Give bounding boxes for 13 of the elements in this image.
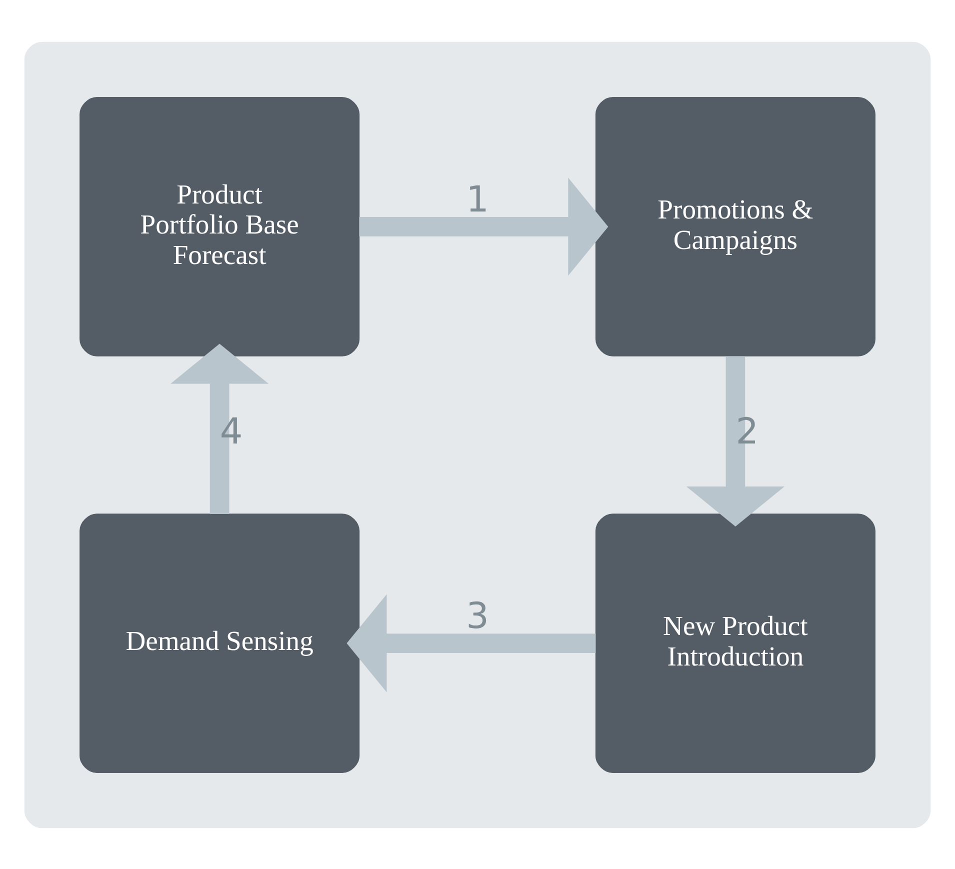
edge-label: 4 <box>220 411 243 452</box>
arrow <box>346 594 596 692</box>
arrow <box>170 343 269 514</box>
node-box: Demand Sensing <box>80 513 360 772</box>
node-box: Promotions & Campaigns <box>595 96 876 356</box>
edge-label: 1 <box>466 178 489 220</box>
arrow <box>359 177 608 276</box>
edge-label: 3 <box>466 595 489 636</box>
cluster <box>24 41 931 828</box>
node-box: New Product Introduction <box>595 513 876 772</box>
arrow <box>686 356 785 526</box>
edge-label: 2 <box>736 411 759 452</box>
node-box: Product Portfolio Base Forecast <box>80 96 360 356</box>
